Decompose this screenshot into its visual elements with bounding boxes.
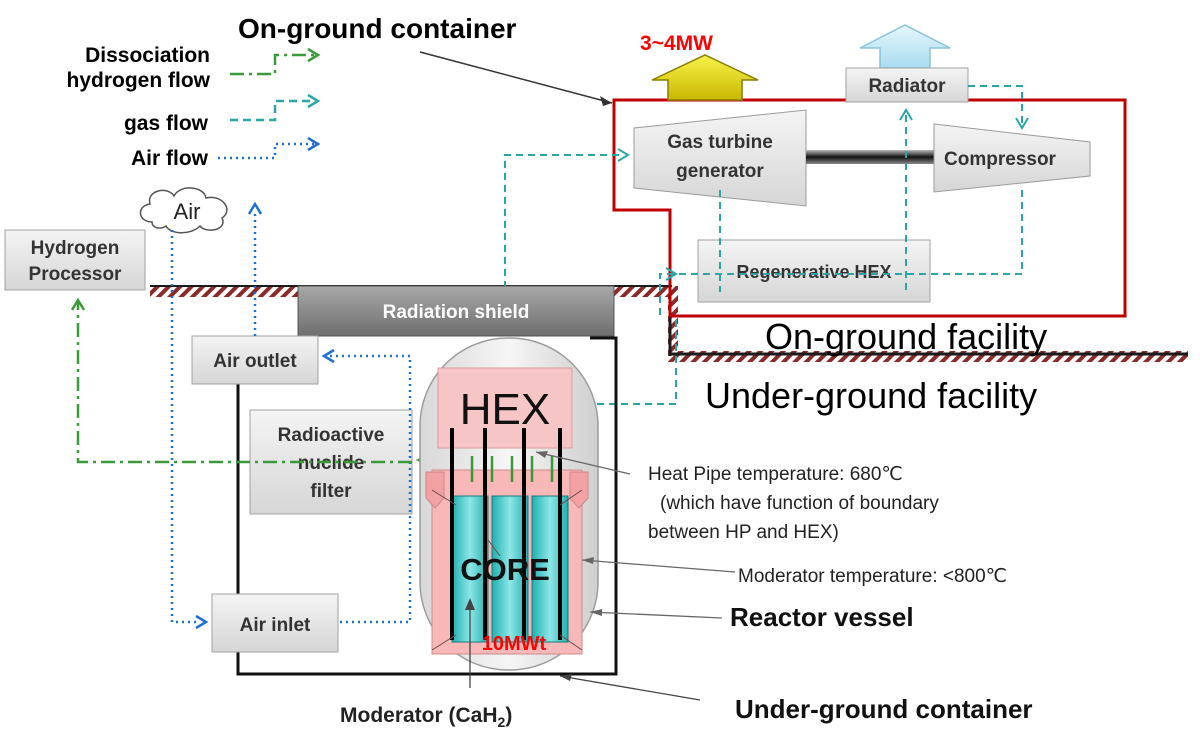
heat-pipe-pointer	[535, 451, 631, 475]
turbine-shaft	[806, 150, 934, 164]
gas-turbine-generator	[633, 109, 807, 207]
vessel-flow-right-marker	[569, 471, 589, 509]
air-cloud-label: Air	[174, 199, 201, 224]
on-ground-container-outline	[612, 98, 1127, 318]
moderator-temp-label: Moderator temperature: <800℃	[738, 566, 1007, 587]
hydrogen-processor-label-2: Processor	[29, 264, 123, 285]
heat-pipes	[450, 428, 562, 640]
hydrogen-processor-box	[4, 229, 146, 291]
power-output-arrow	[651, 54, 759, 101]
legend-hydrogen-label-2: hydrogen flow	[67, 69, 211, 92]
compressor-label: Compressor	[944, 149, 1057, 170]
heat-pipe-boundary-label: between HP and HEX)	[648, 522, 839, 543]
radiator-box	[845, 67, 969, 103]
filter-label-2: nuclide	[298, 453, 365, 474]
under-ground-container-pointer	[559, 675, 701, 701]
legend-hydrogen-label-1: Dissociation	[85, 44, 210, 67]
legend-gas-line	[230, 99, 315, 122]
air-inlet-box	[211, 593, 339, 653]
on-ground-facility-label: On-ground facility	[765, 316, 1047, 357]
legend-hydrogen-line	[230, 53, 315, 76]
gas-turbine-label-2: generator	[676, 161, 764, 182]
filter-label-1: Radioactive	[278, 425, 385, 446]
radiation-shield-label: Radiation shield	[383, 302, 530, 323]
under-ground-container-pointer-arrowhead	[560, 674, 572, 681]
power-output-label: 3~4MW	[640, 32, 713, 55]
heat-pipe-function-label: (which have function of boundary	[660, 493, 939, 514]
air-cloud: Air	[139, 187, 228, 234]
under-ground-container-label: Under-ground container	[735, 694, 1033, 724]
reactor-vessel-pointer-arrowhead	[590, 609, 602, 616]
legend: Dissociation hydrogen flow gas flow Air …	[67, 44, 321, 170]
hydrogen-flow-line	[76, 302, 412, 464]
moderator-label: Moderator (CaH2)	[340, 704, 512, 730]
thermal-power-label: 10MWt	[482, 633, 547, 655]
legend-gas-label: gas flow	[124, 112, 209, 135]
moderator-temp-pointer	[581, 559, 736, 573]
core-label: CORE	[460, 552, 550, 587]
container-pointer-line	[419, 51, 613, 104]
legend-gas-arrowhead	[307, 93, 321, 109]
gas-turbine-label-1: Gas turbine	[667, 132, 773, 153]
legend-air-arrowhead	[307, 136, 321, 152]
hydrogen-processor-label-1: Hydrogen	[31, 238, 120, 259]
radiation-shield	[297, 285, 615, 337]
air-outlet-label: Air outlet	[213, 351, 297, 372]
air-flow-arrowheads	[195, 201, 335, 630]
heat-pipe-stubs	[470, 456, 554, 482]
heat-pipe-temp-label: Heat Pipe temperature: 680℃	[648, 464, 903, 485]
air-outlet-box	[191, 335, 319, 385]
hydrogen-flow-arrowhead	[70, 297, 86, 311]
legend-air-label: Air flow	[131, 147, 209, 170]
radiator-heat-arrow	[859, 24, 951, 69]
under-ground-facility-label: Under-ground facility	[705, 375, 1037, 416]
heat-pipe-pointer-arrowhead	[536, 451, 548, 458]
gas-flow-lines	[504, 85, 1023, 405]
air-flow-lines	[170, 212, 412, 624]
regenerative-hex-box	[697, 239, 931, 303]
air-inlet-label: Air inlet	[240, 615, 311, 636]
vessel-flow-left-marker	[425, 471, 445, 509]
container-pointer-arrowhead	[600, 96, 612, 106]
compressor	[933, 123, 1091, 193]
hex-block	[437, 367, 573, 449]
on-ground-container-title: On-ground container	[238, 13, 517, 44]
moderator-temp-pointer-arrowhead	[582, 557, 594, 564]
moderator-pointer-arrowhead	[465, 598, 475, 610]
legend-air-line	[218, 142, 315, 160]
hex-label: HEX	[460, 385, 550, 434]
radiator-label: Radiator	[868, 76, 946, 97]
regenerative-hex-label: Regenerative HEX	[736, 262, 891, 282]
vessel-diagonals	[431, 489, 583, 651]
legend-hydrogen-arrowhead	[307, 47, 321, 63]
reactor-vessel-pointer	[589, 611, 723, 619]
filter-label-3: filter	[310, 481, 352, 502]
reactor-vessel-label: Reactor vessel	[730, 602, 914, 632]
